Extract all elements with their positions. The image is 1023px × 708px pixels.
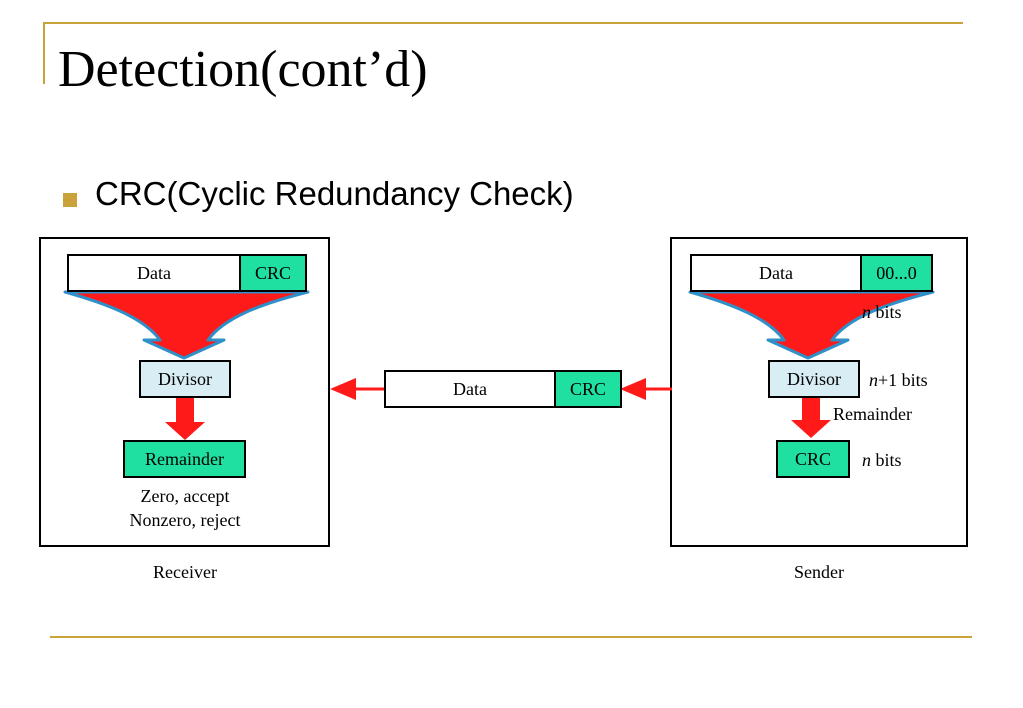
channel-arrow-right-head [620,378,646,400]
bottom-rule [50,636,972,638]
bullet-square-icon [63,193,77,207]
bullet-text: CRC(Cyclic Redundancy Check) [95,175,574,212]
sender-crc-box: CRC [776,440,850,478]
receiver-crc-label: CRC [254,262,292,283]
channel-crc-label: CRC [569,378,607,399]
sender-n-bits-top-n: n [862,302,871,322]
receiver-remainder-box: Remainder [123,440,246,478]
channel-data-box: Data [384,370,556,408]
sender-n-plus-1-rest: +1 bits [878,370,928,390]
sender-crc-label: CRC [794,448,832,469]
sender-zeros-box: 00...0 [860,254,933,292]
receiver-remainder-label: Remainder [145,448,224,469]
sender-zeros-label: 00...0 [876,262,917,283]
receiver-data-label: Data [137,262,171,283]
channel-crc-box: CRC [554,370,622,408]
channel-arrow-left-head [330,378,356,400]
sender-n-bits-top: n bits [862,302,902,323]
sender-funnel-arrow [688,290,935,360]
receiver-funnel-arrow [63,290,310,360]
channel-data-label: Data [453,378,487,399]
top-rule [43,22,963,24]
sender-n-plus-1-n: n [869,370,878,390]
sender-divisor-box: Divisor [768,360,860,398]
receiver-divisor-label: Divisor [158,368,212,389]
sender-divisor-label: Divisor [787,368,841,389]
sender-n-bits-top-rest: bits [871,302,902,322]
sender-data-label: Data [759,262,793,283]
sender-remainder-text: Remainder [833,404,912,424]
sender-caption: Sender [794,562,844,582]
receiver-caption: Receiver [153,562,217,582]
sender-data-box: Data [690,254,862,292]
receiver-zero-text: Zero, accept [140,486,230,506]
sender-n-bits-bottom-n: n [862,450,871,470]
sender-n-bits-bottom-rest: bits [871,450,902,470]
sender-n-bits-bottom: n bits [862,450,902,471]
title-side-rule [43,22,45,84]
receiver-data-box: Data [67,254,241,292]
receiver-divisor-box: Divisor [139,360,231,398]
receiver-crc-box: CRC [239,254,307,292]
receiver-down-arrow [165,398,205,440]
slide-title: Detection(cont’d) [58,41,428,98]
sender-n-plus-1-bits: n+1 bits [869,370,928,391]
sender-down-arrow [791,396,831,438]
receiver-nonzero-text: Nonzero, reject [129,510,241,530]
